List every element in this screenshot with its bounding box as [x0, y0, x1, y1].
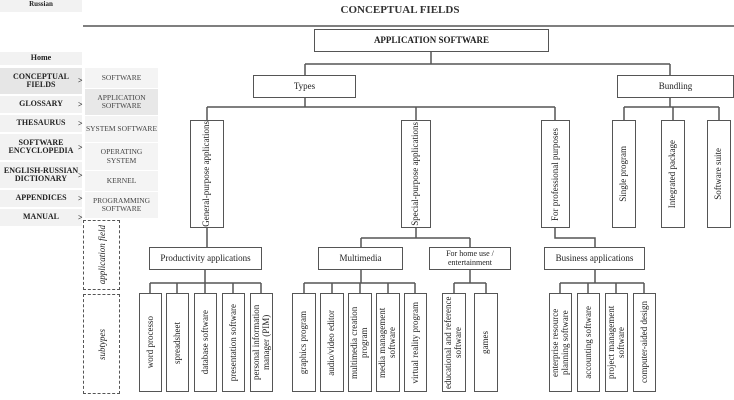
- sidebar-item-conceptual-fields[interactable]: CONCEPTUAL FIELDS: [0, 68, 82, 94]
- node-multimedia: Multimedia: [318, 247, 403, 270]
- node-business: Business applications: [544, 247, 645, 270]
- leaf-database-software: database software: [194, 293, 217, 392]
- language-link[interactable]: Russian: [0, 0, 82, 12]
- sidebar-item-thesaurus[interactable]: THESAURUS: [0, 115, 82, 132]
- node-professional: For professional purposes: [541, 120, 570, 228]
- leaf-presentation-software: presentation software: [222, 293, 245, 392]
- chevron-right-icon: >: [78, 171, 83, 180]
- page-title: CONCEPTUAL FIELDS: [340, 4, 460, 16]
- submenu-operating-system[interactable]: OPERATING SYSTEM: [85, 143, 158, 170]
- legend-subtypes: subtypes: [83, 294, 120, 394]
- node-special-purpose: Special-purpose applications: [401, 120, 431, 228]
- leaf-project-management: project management software: [605, 293, 628, 392]
- node-general-purpose: General-purpose applications: [190, 120, 224, 228]
- node-single-program: Single program: [612, 120, 636, 228]
- leaf-educational-reference: educational and reference software: [442, 293, 466, 392]
- submenu-programming-software[interactable]: PROGRAMMING SOFTWARE: [85, 192, 158, 218]
- node-types: Types: [253, 75, 356, 98]
- leaf-pim: personal information manager (PIM): [250, 293, 273, 392]
- sidebar-item-software-encyclopedia[interactable]: SOFTWARE ENCYCLOPEDIA: [0, 134, 82, 160]
- leaf-multimedia-creation: multimedia creation program: [348, 293, 372, 392]
- leaf-graphics-program: graphics program: [292, 293, 316, 392]
- sidebar-item-appendices[interactable]: APPENDICES: [0, 190, 82, 207]
- submenu-application-software[interactable]: APPLICATION SOFTWARE: [85, 89, 158, 115]
- chevron-right-icon: >: [78, 76, 83, 85]
- node-productivity: Productivity applications: [149, 247, 262, 270]
- leaf-games: games: [474, 293, 498, 392]
- chevron-right-icon: >: [78, 100, 83, 109]
- sidebar-item-manual[interactable]: MANUAL: [0, 209, 82, 226]
- chevron-right-icon: >: [78, 143, 83, 152]
- sidebar-item-glossary[interactable]: GLOSSARY: [0, 96, 82, 113]
- leaf-audio-video-editor: audio/video editor: [320, 293, 344, 392]
- leaf-accounting: accounting software: [577, 293, 600, 392]
- leaf-word-processor: word processo: [139, 293, 162, 392]
- node-integrated-package: Integrated package: [661, 120, 685, 228]
- submenu-software[interactable]: SOFTWARE: [85, 68, 158, 88]
- node-home-entertainment: For home use / entertainment: [429, 247, 511, 270]
- chevron-right-icon: >: [78, 194, 83, 203]
- node-bundling: Bundling: [617, 75, 734, 98]
- leaf-cad: computer-aided design: [633, 293, 656, 392]
- node-software-suite: Software suite: [707, 120, 731, 228]
- sidebar-home[interactable]: Home: [0, 52, 82, 65]
- sidebar-item-english-russian-dictionary[interactable]: ENGLISH-RUSSIAN DICTIONARY: [0, 162, 82, 188]
- submenu-system-software[interactable]: SYSTEM SOFTWARE: [85, 116, 158, 142]
- leaf-spreadsheet: spreadsheet: [166, 293, 189, 392]
- legend-application-field: application field: [83, 220, 120, 290]
- chevron-right-icon: >: [78, 213, 83, 222]
- leaf-erp: enterprise resource planning software: [549, 293, 572, 392]
- leaf-media-management: media management software: [376, 293, 400, 392]
- leaf-virtual-reality: virtual reality program: [404, 293, 427, 392]
- node-application-software: APPLICATION SOFTWARE: [314, 29, 549, 52]
- chevron-right-icon: >: [78, 119, 83, 128]
- submenu-kernel[interactable]: KERNEL: [85, 171, 158, 191]
